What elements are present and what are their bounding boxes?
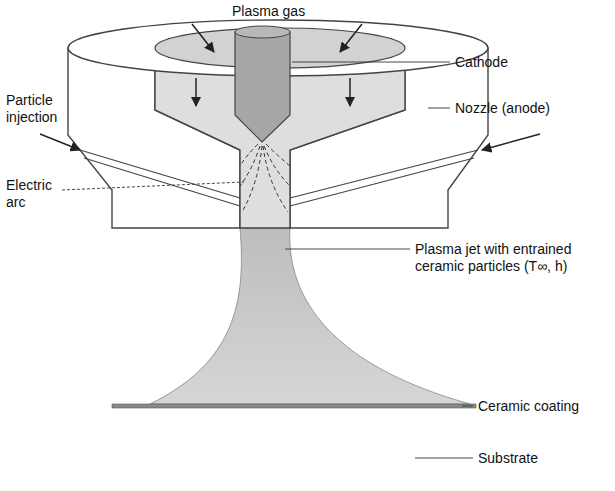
ceramic-coating xyxy=(112,404,476,408)
cathode xyxy=(235,32,290,142)
injection-tube xyxy=(80,150,240,206)
part-label: Particle injection xyxy=(6,92,78,126)
injection-arrow xyxy=(40,134,80,150)
gas-arrow xyxy=(192,24,214,52)
injection-arrow xyxy=(482,134,540,150)
part-label: Substrate xyxy=(478,450,538,467)
part-label: Electric arc xyxy=(6,177,68,211)
part-label: Ceramic coating xyxy=(478,398,579,415)
part-label: Cathode xyxy=(455,54,508,71)
leader-line xyxy=(62,62,473,458)
gas-arrow xyxy=(195,78,197,106)
injection-tube xyxy=(290,150,478,206)
gas-label: Plasma gas xyxy=(232,3,305,20)
part-label: Nozzle (anode) xyxy=(455,100,550,117)
part-label: Plasma jet with entrained ceramic partic… xyxy=(415,241,607,275)
electric-arc xyxy=(240,144,290,212)
gas-arrow xyxy=(349,78,351,106)
gas-arrow xyxy=(340,24,362,52)
